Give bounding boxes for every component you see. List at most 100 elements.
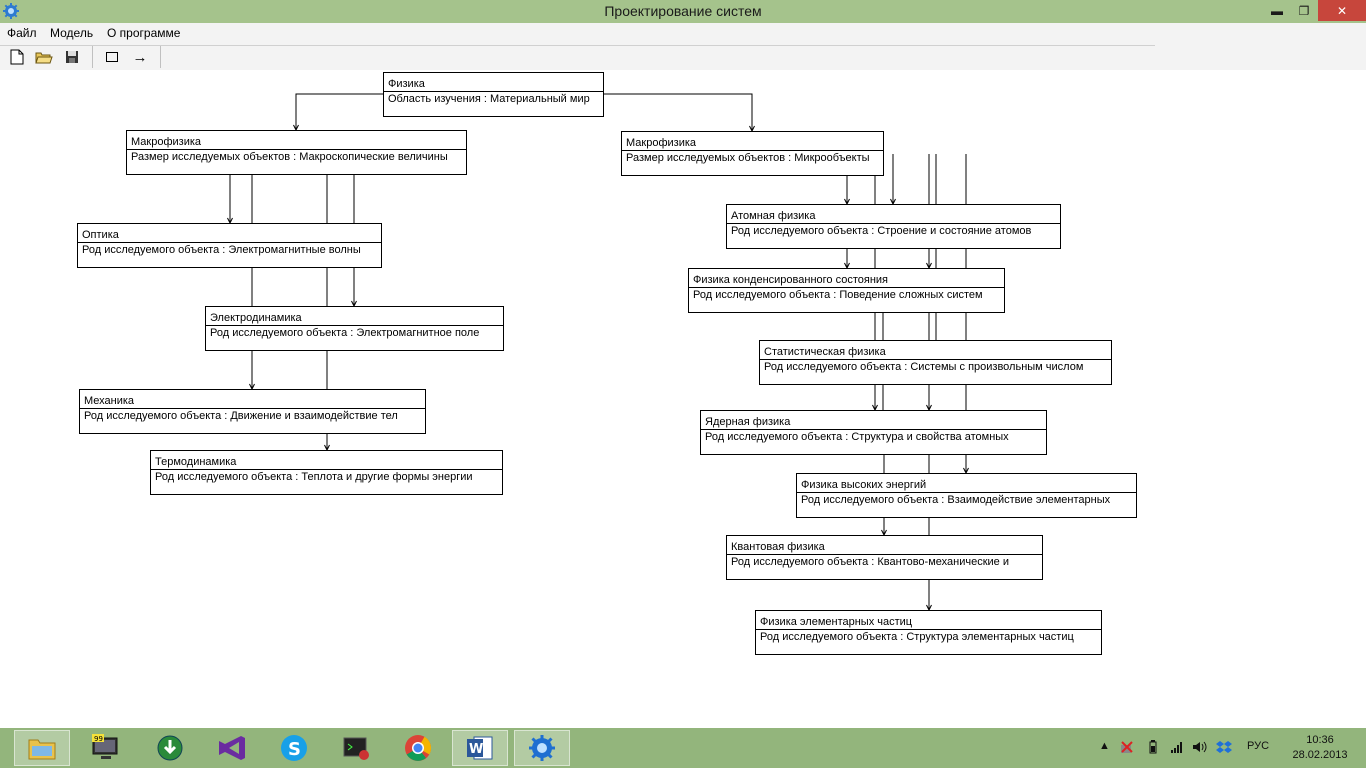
svg-text:99: 99 [94, 735, 103, 743]
node-statisticheskaya[interactable]: Статистическая физика Род исследуемого о… [759, 340, 1112, 385]
node-fizika[interactable]: Физика Область изучения : Материальный м… [383, 72, 604, 117]
toolbar-divider [0, 45, 1155, 46]
node-divider [797, 492, 1136, 493]
node-termodinamika[interactable]: Термодинамика Род исследуемого объекта :… [150, 450, 503, 495]
clock-time: 10:36 [1306, 734, 1334, 746]
new-file-icon [10, 49, 24, 65]
connector-arrowhead [749, 125, 755, 132]
network-warning-icon[interactable] [1120, 740, 1134, 754]
connector-arrowhead [872, 404, 878, 411]
chrome-icon [405, 735, 432, 761]
node-name: Квантовая физика [731, 541, 825, 553]
node-name: Электродинамика [210, 312, 302, 324]
svg-text:W: W [469, 742, 483, 757]
node-name: Оптика [82, 229, 119, 241]
taskbar-word[interactable]: W [452, 730, 508, 766]
close-button[interactable]: ✕ [1318, 0, 1366, 21]
node-attribute: Род исследуемого объекта : Квантово-меха… [731, 556, 1009, 568]
menu-about[interactable]: О программе [107, 26, 181, 40]
node-divider [151, 469, 502, 470]
node-attribute: Род исследуемого объекта : Поведение сло… [693, 289, 983, 301]
node-kondensirovannoe[interactable]: Физика конденсированного состояния Род и… [688, 268, 1005, 313]
window-title: Проектирование систем [604, 3, 762, 19]
connector-arrowhead [926, 404, 932, 411]
node-optika[interactable]: Оптика Род исследуемого объекта : Электр… [77, 223, 382, 268]
node-name: Макрофизика [626, 137, 697, 149]
menu-bar: Файл Модель О программе [0, 23, 1366, 43]
minimize-button[interactable]: ▬ [1271, 3, 1283, 18]
language-indicator[interactable]: РУС [1247, 740, 1270, 752]
dropbox-icon[interactable] [1216, 740, 1232, 754]
connector-arrowhead [926, 262, 932, 269]
connector-arrowhead [881, 529, 887, 536]
taskbar-download[interactable] [142, 730, 198, 766]
node-divider [622, 150, 883, 151]
connector-arrowhead [249, 383, 255, 390]
taskbar-skype[interactable]: S [266, 730, 322, 766]
diagram-canvas[interactable]: Физика Область изучения : Материальный м… [0, 70, 1366, 728]
node-kvantovaya[interactable]: Квантовая физика Род исследуемого объект… [726, 535, 1043, 580]
menu-model[interactable]: Модель [50, 26, 94, 40]
save-button[interactable] [61, 46, 83, 68]
connector-arrowhead [890, 198, 896, 205]
node-attribute: Род исследуемого объекта : Системы с про… [764, 361, 1084, 373]
node-name: Макрофизика [131, 136, 202, 148]
node-atomnaya-fizika[interactable]: Атомная физика Род исследуемого объекта … [726, 204, 1061, 249]
taskbar-system-design[interactable] [514, 730, 570, 766]
file-explorer-icon [28, 739, 56, 760]
signal-icon[interactable] [1170, 740, 1184, 754]
node-mekhanika[interactable]: Механика Род исследуемого объекта : Движ… [79, 389, 426, 434]
node-yadernaya[interactable]: Ядерная физика Род исследуемого объекта … [700, 410, 1047, 455]
node-attribute: Род исследуемого объекта : Строение и со… [731, 225, 1032, 237]
node-vysokikh-energiy[interactable]: Физика высоких энергий Род исследуемого … [796, 473, 1137, 518]
connector-line [295, 93, 383, 130]
arrow-tool-button[interactable]: → [129, 46, 151, 68]
taskbar-computer[interactable]: 99 [78, 730, 134, 766]
node-divider [701, 429, 1046, 430]
node-divider [727, 223, 1060, 224]
node-attribute: Область изучения : Материальный мир [388, 93, 590, 105]
node-elektrodinamika[interactable]: Электродинамика Род исследуемого объекта… [205, 306, 504, 351]
console-app-icon [343, 737, 369, 760]
connector-arrowhead [227, 217, 233, 224]
volume-icon[interactable] [1192, 740, 1208, 754]
node-divider [206, 325, 503, 326]
taskbar-console[interactable] [328, 730, 384, 766]
open-folder-icon [35, 52, 53, 64]
node-divider [78, 242, 381, 243]
node-attribute: Род исследуемого объекта : Электромагнит… [210, 327, 480, 339]
node-makrofizika-left[interactable]: Макрофизика Размер исследуемых объектов … [126, 130, 467, 175]
node-attribute: Род исследуемого объекта : Структура и с… [705, 431, 1009, 443]
node-elementarnykh-chastits[interactable]: Физика элементарных частиц Род исследуем… [755, 610, 1102, 655]
taskbar-chrome[interactable] [390, 730, 446, 766]
connector-line [602, 93, 753, 131]
skype-icon: S [281, 735, 307, 761]
node-name: Физика [388, 78, 425, 90]
node-divider [727, 554, 1042, 555]
system-design-app-icon [529, 735, 555, 761]
tray-expand-icon[interactable]: ▲ [1099, 740, 1110, 752]
download-manager-icon [157, 735, 183, 761]
connector-arrowhead [351, 300, 357, 307]
node-attribute: Размер исследуемых объектов : Микрообъек… [626, 152, 870, 164]
taskbar-visual-studio[interactable] [204, 730, 260, 766]
node-name: Физика высоких энергий [801, 479, 927, 491]
menu-file[interactable]: Файл [7, 26, 37, 40]
clock[interactable]: 10:36 28.02.2013 [1280, 733, 1360, 763]
arrow-icon: → [132, 48, 148, 66]
new-file-button[interactable] [6, 46, 28, 68]
open-button[interactable] [33, 46, 55, 68]
restore-button[interactable]: ❐ [1298, 3, 1310, 18]
toolbar: → [0, 43, 1366, 71]
taskbar-explorer[interactable] [14, 730, 70, 766]
connector-arrowhead [324, 444, 330, 451]
node-name: Атомная физика [731, 210, 816, 222]
clock-date: 28.02.2013 [1292, 749, 1348, 761]
node-name: Термодинамика [155, 456, 237, 468]
node-makrofizika-right[interactable]: Макрофизика Размер исследуемых объектов … [621, 131, 884, 176]
rectangle-tool-button[interactable] [101, 46, 123, 68]
node-name: Статистическая физика [764, 346, 886, 358]
battery-icon[interactable] [1148, 740, 1158, 754]
gear-icon[interactable] [3, 3, 19, 19]
toolbar-separator [160, 46, 161, 68]
